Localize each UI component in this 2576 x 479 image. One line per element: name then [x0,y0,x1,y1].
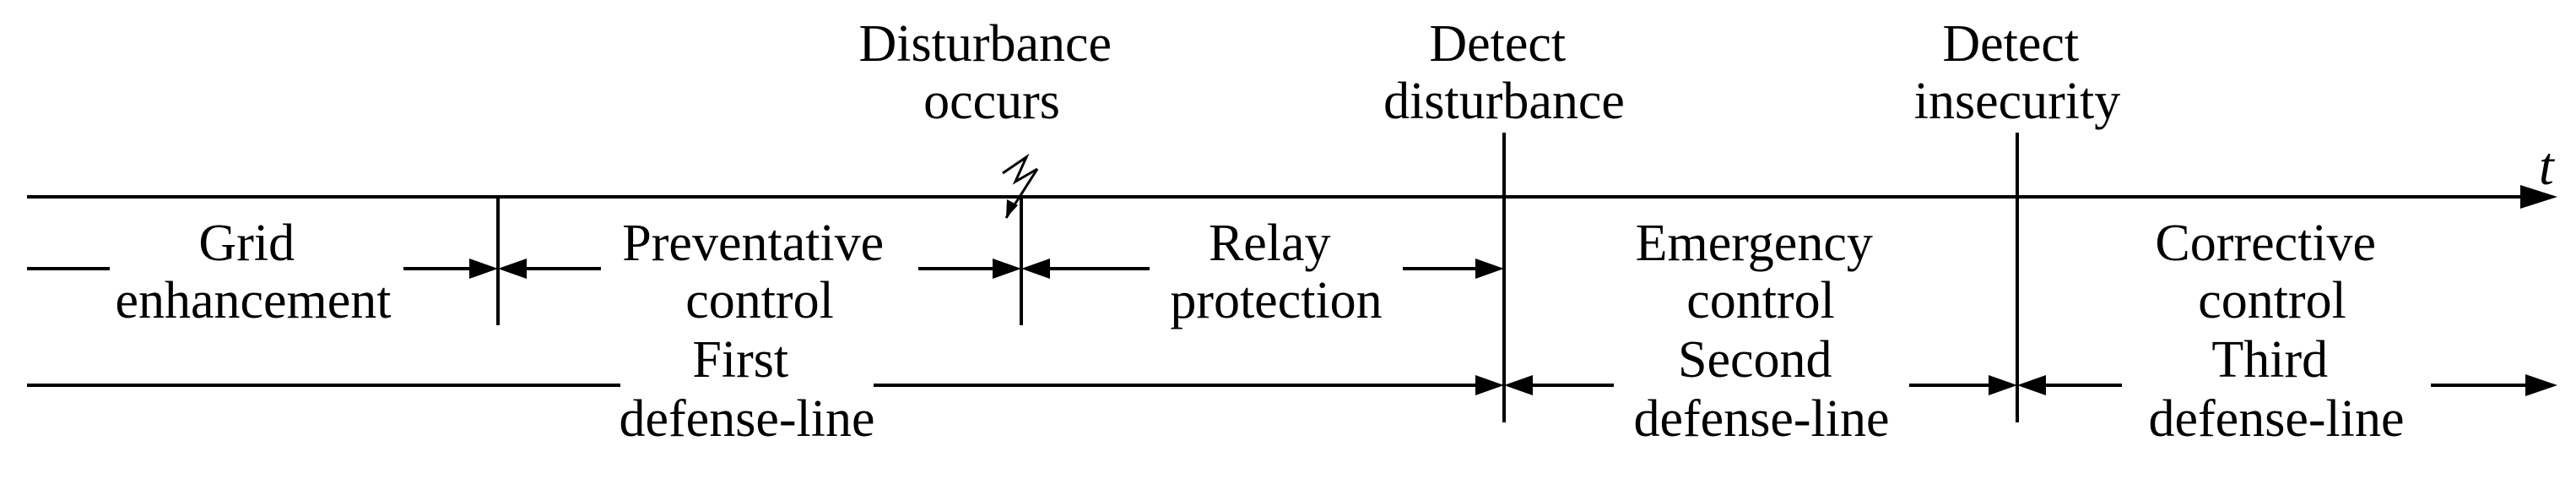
defense-line-third: Third defense-line [2149,331,2405,448]
second-defense-right-arrowhead [1989,375,2017,395]
stage-relay-protection: Relay protection [1170,215,1382,329]
relay-right-arrowhead [1475,259,1504,279]
defense-line-first: First defense-line [620,331,875,448]
grid-enhancement-arrowhead [469,259,498,279]
stage-preventative-control: Preventative control [622,215,896,329]
preventative-left-arrowhead [498,259,527,279]
stage-emergency-control: Emergency control [1636,215,1886,329]
relay-left-arrowhead [1021,259,1050,279]
third-defense-left-arrowhead [2017,375,2046,395]
defense-line-second: Second defense-line [1634,331,1890,448]
second-defense-left-arrowhead [1504,375,1533,395]
stage-corrective-control: Corrective control [2155,215,2389,329]
event-disturbance-occurs: Disturbance occurs [858,15,1124,130]
event-detect-disturbance: Detect disturbance [1383,15,1625,130]
event-detect-insecurity: Detect insecurity [1914,15,2121,130]
first-defense-arrowhead [1475,375,1504,395]
lightning-bolt-icon [1002,153,1038,185]
lightning-bolt-arrowhead [1006,199,1018,218]
third-defense-arrowhead [2525,374,2557,396]
preventative-right-arrowhead [993,259,1021,279]
time-axis-label: t [2539,136,2556,196]
stage-grid-enhancement: Grid enhancement [115,215,391,329]
time-axis-arrowhead [2520,185,2557,209]
